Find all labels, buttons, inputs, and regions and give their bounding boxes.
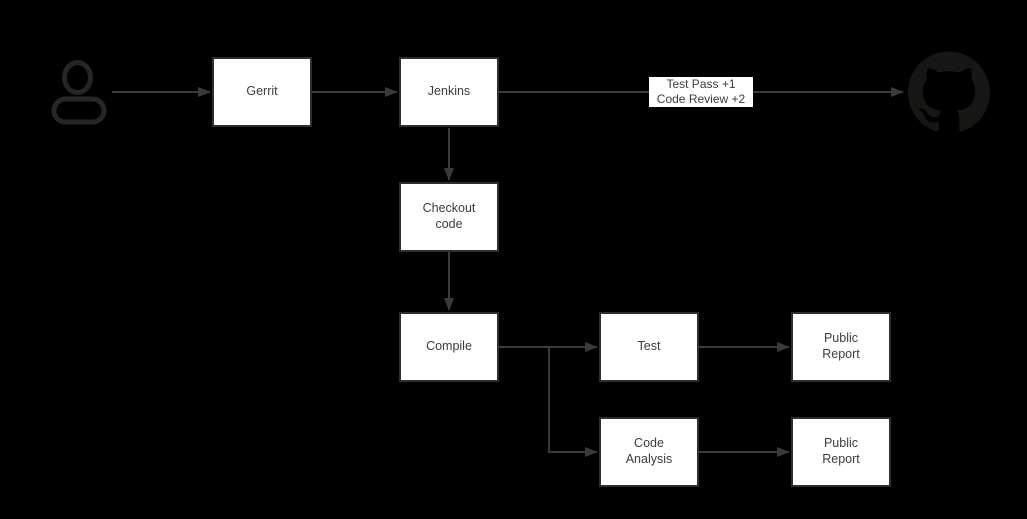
node-gerrit: Gerrit	[212, 57, 312, 127]
node-compile: Compile	[399, 312, 499, 382]
node-checkout-code: Checkout code	[399, 182, 499, 252]
edge-compile-code-analysis	[548, 347, 598, 457]
node-code-analysis: Code Analysis	[599, 417, 699, 487]
node-public-report-top: Public Report	[791, 312, 891, 382]
connectors-group	[112, 87, 904, 457]
person-icon	[51, 60, 107, 125]
node-public-report-bottom: Public Report	[791, 417, 891, 487]
edge-label-review-score: Test Pass +1 Code Review +2	[649, 77, 753, 107]
node-test: Test	[599, 312, 699, 382]
node-jenkins: Jenkins	[399, 57, 499, 127]
github-icon	[908, 51, 990, 132]
